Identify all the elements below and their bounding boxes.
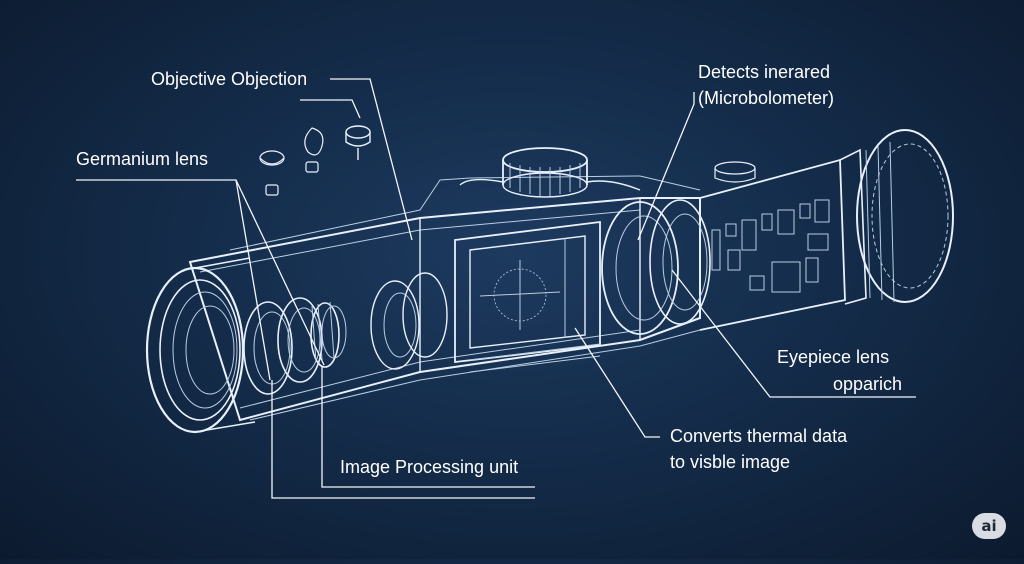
- eye-cup: [839, 129, 954, 305]
- exploded-parts: [259, 125, 371, 196]
- leader-eyepiece: [671, 269, 916, 398]
- label-converts-line2: to visble image: [670, 452, 791, 472]
- objective-lens-assembly: [145, 257, 256, 434]
- germanium-lens-stack: [243, 272, 448, 395]
- rear-lens-cell: [601, 199, 711, 335]
- label-detects-line1: Detects inerared: [698, 62, 831, 82]
- label-image-processing-unit: Image Processing unit: [340, 457, 519, 477]
- leader-objective-2: [300, 99, 361, 119]
- label-converts-line1: Converts thermal data: [670, 426, 848, 446]
- leader-converts: [574, 327, 660, 438]
- leader-objective: [330, 78, 413, 241]
- elevation-turret: [459, 147, 641, 198]
- label-germanium-lens: Germanium lens: [76, 149, 209, 169]
- label-eyepiece-line1: Eyepiece lens: [777, 347, 890, 367]
- leader-processing-1: [271, 380, 535, 499]
- eyepiece-electronics-housing: [699, 158, 846, 331]
- label-detects-line2: (Microbolometer): [698, 88, 835, 108]
- label-objective: Objective Objection: [151, 69, 308, 89]
- microbolometer-module: [454, 220, 601, 373]
- label-eyepiece-line2: opparich: [833, 374, 903, 394]
- leader-processing-2: [321, 366, 535, 488]
- ai-badge: ai: [972, 513, 1006, 539]
- leader-lines: [76, 78, 916, 499]
- leader-germanium-2: [235, 179, 325, 366]
- leader-detects: [637, 92, 695, 241]
